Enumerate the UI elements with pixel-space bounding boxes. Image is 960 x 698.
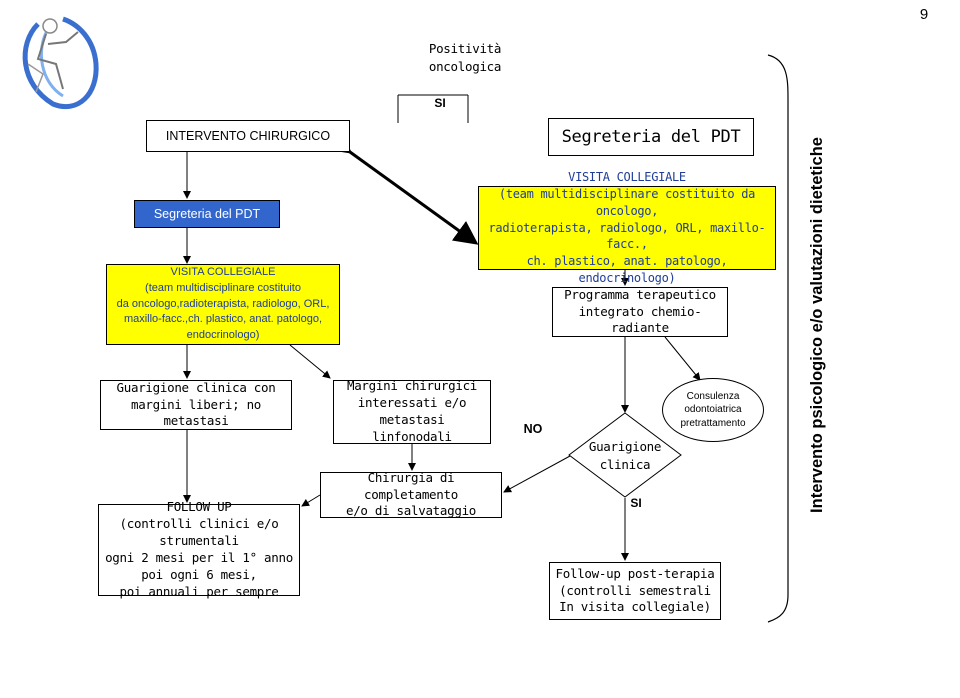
left-followup-line: (controlli clinici e/o strumentali [119,516,279,549]
healing-decision-line: clinica [599,456,651,472]
si-top-label: SI [434,96,446,110]
right-collegial-line: (team multidisciplinare costituito da on… [498,187,756,218]
left-collegial-line: maxillo-facc.,ch. plastico, anat. patolo… [123,313,323,326]
right-collegial-line: radioterapista, radiologo, ORL, maxillo-… [488,220,766,252]
left-collegial-line: da oncologo,radioterapista, radiologo, O… [116,297,330,310]
right-followup-box: Follow-up post-terapia (controlli semest… [549,562,721,620]
completion-line: e/o di salvataggio [345,503,477,519]
margins-line: Margini chirurgici [346,378,478,394]
margins-line: linfonodali [372,428,452,444]
left-followup-line: ogni 2 mesi per il 1° anno [105,550,293,565]
right-followup-line: (controlli semestrali [559,582,711,598]
therapy-program-box: Programma terapeutico integrato chemio-r… [552,287,728,337]
left-healing-box: Guarigione clinica con margini liberi; n… [100,380,292,430]
left-followup-line: poi annuali per sempre [119,583,279,599]
positivity-line1: Positività [428,41,502,56]
left-followup-line: poi ogni 6 mesi, [141,566,257,582]
right-followup-line: In visita collegiale) [559,599,711,615]
left-followup-box: FOLLOW UP (controlli clinici e/o strumen… [98,499,300,599]
right-secretariat-label: Segreteria del PDT [561,126,741,147]
left-collegial-visit-box: VISITA COLLEGIALE (team multidisciplinar… [106,264,340,345]
margins-line: interessati e/o metastasi [357,395,467,427]
margins-box: Margini chirurgici interessati e/o metas… [333,378,491,444]
right-followup-line: Follow-up post-terapia [555,565,715,581]
si-bottom-label: SI [630,496,642,510]
left-followup-line: FOLLOW UP [166,499,232,515]
page-number: 9 [919,6,929,23]
right-collegial-line: ch. plastico, anat. patologo, endocrinol… [526,254,728,285]
logo [8,4,108,121]
left-secretariat-box: Segreteria del PDT [134,200,280,228]
left-collegial-title: VISITA COLLEGIALE [170,265,276,278]
dental-consult-line: pretrattamento [680,417,746,429]
therapy-program-line: integrato chemio-radiante [578,303,702,336]
healing-decision-line: Guarigione [588,439,662,454]
left-healing-line: margini liberi; no metastasi [130,396,262,429]
surgery-box: INTERVENTO CHIRURGICO [146,120,350,152]
left-collegial-line: endocrinologo) [186,329,260,342]
completion-surgery-box: Chirurgia di completamento e/o di salvat… [320,469,502,519]
right-secretariat-box: Segreteria del PDT [548,118,754,156]
left-secretariat-label: Segreteria del PDT [153,206,261,221]
psychological-intervention-label: Intervento psicologico e/o valutazioni d… [808,137,826,513]
left-healing-line: Guarigione clinica con [116,379,276,395]
healing-decision-diamond: Guarigione clinica [568,412,682,498]
surgery-label: INTERVENTO CHIRURGICO [165,128,331,143]
therapy-program-line: Programma terapeutico [564,286,716,302]
dental-consult-oval: Consulenza odontoiatrica pretrattamento [662,378,764,442]
left-collegial-line: (team multidisciplinare costituito [145,281,301,294]
right-collegial-visit-box: VISITA COLLEGIALE (team multidisciplinar… [478,170,776,285]
no-label: NO [523,422,543,436]
dental-consult-line: odontoiatrica [684,404,742,416]
right-collegial-title: VISITA COLLEGIALE [568,170,686,185]
diamond-shape [568,412,682,498]
positivity-line2: oncologica [428,58,502,74]
positivity-label: Positività oncologica [415,40,515,75]
dental-consult-line: Consulenza [686,390,740,402]
completion-line: Chirurgia di completamento [364,469,458,502]
